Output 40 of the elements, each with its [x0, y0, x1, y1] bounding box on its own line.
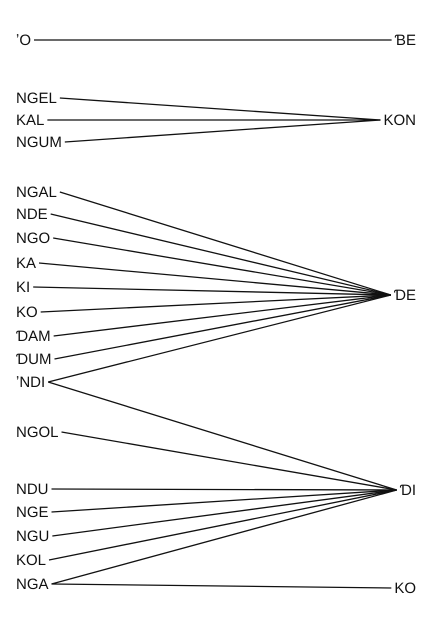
- word-label: NGO: [16, 228, 50, 248]
- word-label: ƊAM: [16, 326, 51, 346]
- connector-line: [60, 97, 381, 121]
- word-label: NDE: [16, 204, 48, 224]
- connector-line: [52, 583, 392, 589]
- word-label: NGE: [16, 502, 49, 522]
- connector-line: [48, 489, 397, 561]
- word-label: ƊI: [400, 480, 416, 500]
- connector-line: [34, 39, 392, 41]
- word-label: KI: [16, 277, 30, 297]
- word-label: ƊE: [394, 285, 416, 305]
- word-label: NGU: [16, 526, 50, 546]
- word-label: NGA: [16, 574, 49, 594]
- connector-line: [60, 191, 392, 296]
- word-label: KO: [394, 578, 416, 598]
- connector-line: [61, 431, 397, 491]
- word-label: NGUM: [16, 132, 62, 152]
- connector-line: [54, 294, 391, 337]
- connector-line: [54, 294, 391, 360]
- word-label: NGOL: [16, 422, 59, 442]
- connector-line: [50, 213, 391, 296]
- connector-line: [38, 262, 391, 296]
- word-label: ƁE: [394, 30, 416, 50]
- word-label: KAL: [16, 110, 44, 130]
- word-label: NDU: [16, 479, 48, 499]
- connector-line: [64, 119, 381, 143]
- word-label: NGAL: [16, 182, 57, 202]
- word-label: NGEL: [16, 88, 57, 108]
- word-label: KON: [383, 110, 416, 130]
- connector-line: [53, 237, 391, 296]
- connector-line: [51, 489, 397, 585]
- word-label: KO: [16, 302, 38, 322]
- word-label: KA: [16, 253, 36, 273]
- word-label: ʼO: [16, 30, 31, 50]
- connector-line: [52, 489, 397, 537]
- word-label: ƊUM: [16, 349, 52, 369]
- connector-line: [48, 294, 391, 383]
- word-label: ʼNDI: [16, 372, 46, 392]
- word-label: KOL: [16, 550, 46, 570]
- connector-line: [48, 381, 397, 491]
